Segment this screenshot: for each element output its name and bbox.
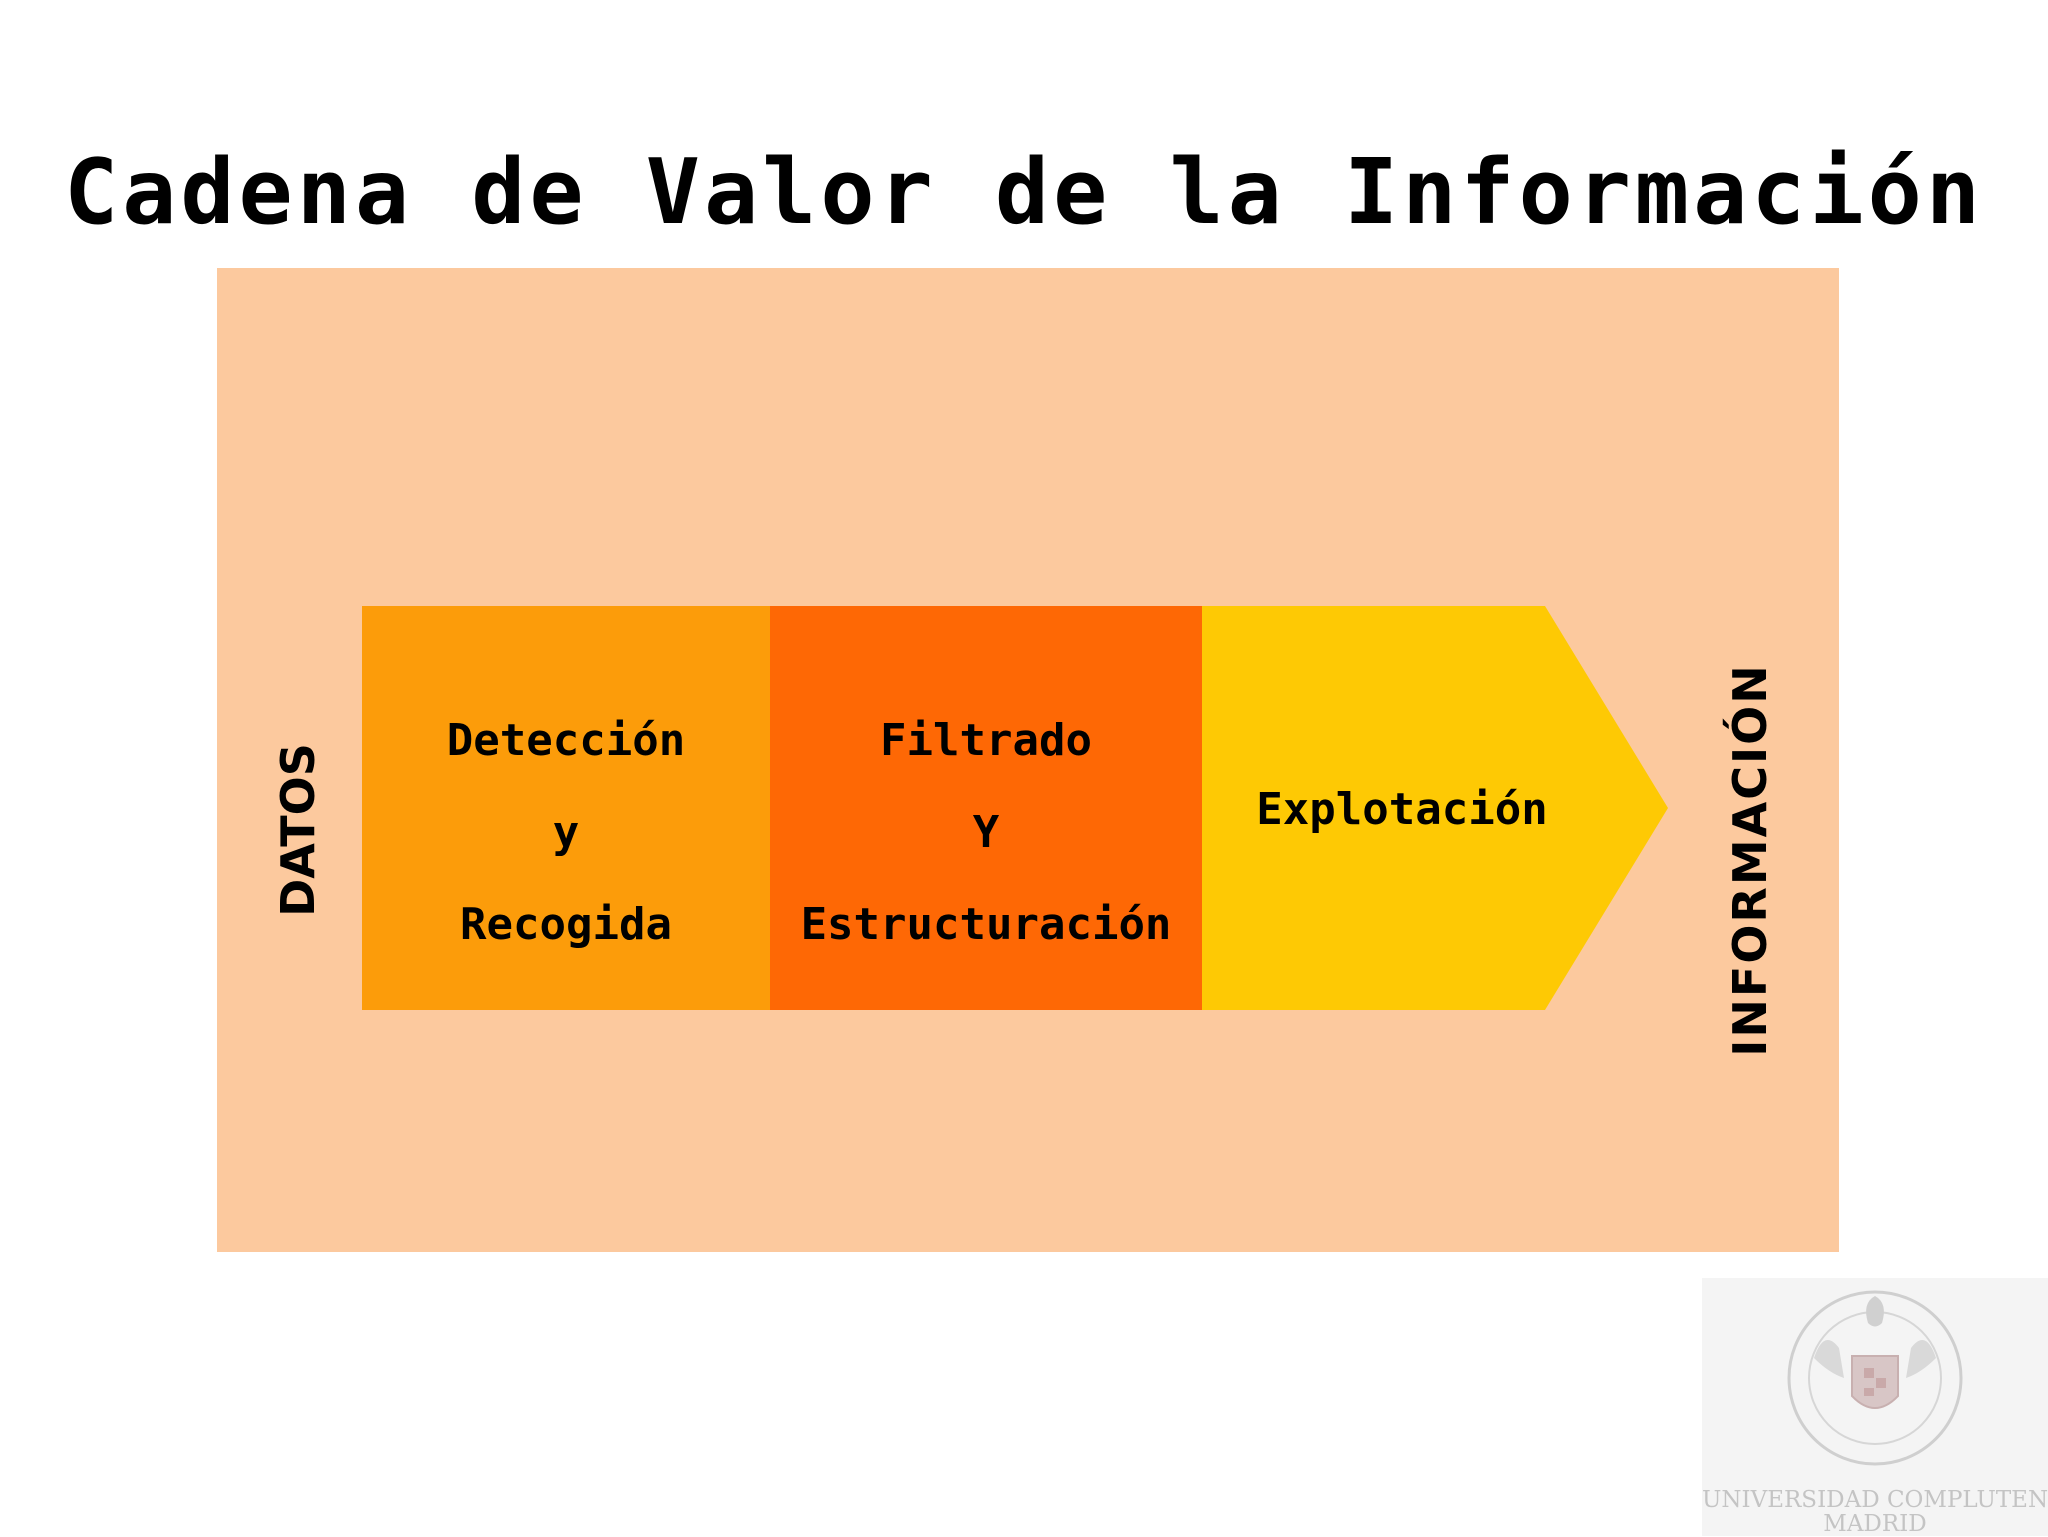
output-label: INFORMACIÓN (1710, 660, 1790, 1060)
logo-line-2: MADRID (1823, 1511, 1927, 1537)
stage-1-shape (362, 606, 770, 1010)
university-logo: UNIVERSIDAD COMPLUTENSE MADRID (1702, 1278, 2048, 1536)
output-label-text: INFORMACIÓN (1723, 663, 1777, 1057)
stage-3-arrow-shape (1202, 606, 1668, 1010)
stage-3-text: Explotación (1202, 764, 1602, 856)
stage-2-shape (770, 606, 1202, 1010)
stage-2-line-2: Y (972, 807, 1000, 858)
stage-2-text: Filtrado Y Estructuración (770, 695, 1202, 971)
stage-1-line-1: Detección (446, 715, 686, 766)
stage-3-line-1: Explotación (1256, 784, 1548, 835)
stage-1-line-3: Recogida (460, 899, 672, 950)
page-title: Cadena de Valor de la Información (63, 140, 1985, 245)
stage-1-text: Detección y Recogida (362, 695, 770, 971)
logo-line-1: UNIVERSIDAD COMPLUTENSE (1702, 1487, 2048, 1513)
stage-2-line-1: Filtrado (880, 715, 1092, 766)
stage-1-line-2: y (552, 807, 580, 858)
stage-2-line-3: Estructuración (800, 899, 1172, 950)
university-seal-icon (1787, 1290, 1963, 1466)
